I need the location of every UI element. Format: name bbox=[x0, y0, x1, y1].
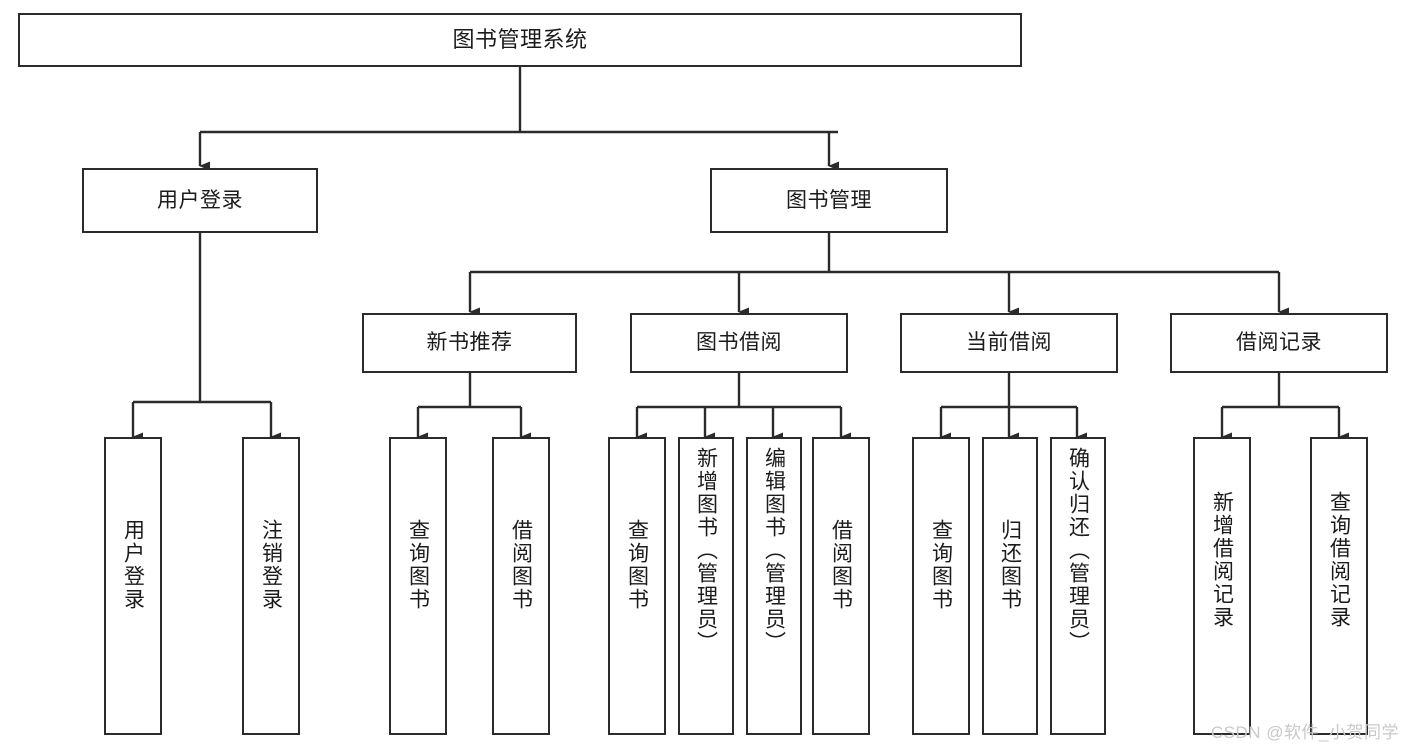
node-borrow-record[interactable]: 借阅记录 bbox=[1170, 313, 1388, 373]
node-leaf-query-book-recommend[interactable]: 查询图书 bbox=[389, 437, 447, 735]
node-label: 用户登录 bbox=[157, 188, 243, 212]
node-book-management[interactable]: 图书管理 bbox=[710, 168, 948, 233]
node-label: 新书推荐 bbox=[426, 331, 513, 355]
node-leaf-add-borrow-record[interactable]: 新增借阅记录 bbox=[1193, 437, 1251, 735]
node-leaf-edit-book-admin[interactable]: 编辑图书（管理员） bbox=[746, 437, 802, 735]
node-leaf-borrow-book-recommend[interactable]: 借阅图书 bbox=[492, 437, 550, 735]
node-leaf-query-borrow-record[interactable]: 查询借阅记录 bbox=[1310, 437, 1368, 735]
node-leaf-query-book-borrow[interactable]: 查询图书 bbox=[608, 437, 666, 735]
node-label: 用户登录 bbox=[121, 519, 145, 611]
node-label: 图书管理系统 bbox=[452, 26, 588, 52]
node-label: 借阅图书 bbox=[829, 519, 853, 611]
node-current-borrow[interactable]: 当前借阅 bbox=[900, 313, 1118, 373]
node-label: 借阅图书 bbox=[509, 519, 533, 611]
node-leaf-confirm-return-admin[interactable]: 确认归还（管理员） bbox=[1050, 437, 1106, 735]
csdn-watermark: CSDN @软件_小贺同学 bbox=[1210, 723, 1399, 742]
node-label: 查询图书 bbox=[625, 519, 649, 611]
node-label: 图书借阅 bbox=[696, 331, 782, 355]
node-leaf-user-login[interactable]: 用户登录 bbox=[104, 437, 162, 735]
node-label: 确认归还（管理员） bbox=[1066, 447, 1090, 654]
node-label: 归还图书 bbox=[998, 519, 1022, 611]
node-book-borrow[interactable]: 图书借阅 bbox=[630, 313, 848, 373]
node-label: 当前借阅 bbox=[966, 331, 1052, 355]
node-leaf-return-book[interactable]: 归还图书 bbox=[982, 437, 1038, 735]
node-leaf-add-book-admin[interactable]: 新增图书（管理员） bbox=[678, 437, 734, 735]
node-leaf-borrow-book[interactable]: 借阅图书 bbox=[812, 437, 870, 735]
node-label: 查询图书 bbox=[406, 519, 430, 611]
node-label: 新增图书（管理员） bbox=[694, 447, 718, 654]
node-label: 借阅记录 bbox=[1236, 331, 1322, 355]
node-label: 查询图书 bbox=[929, 519, 953, 611]
node-label: 新增借阅记录 bbox=[1210, 491, 1234, 629]
node-label: 编辑图书（管理员） bbox=[762, 447, 786, 654]
node-label: 查询借阅记录 bbox=[1327, 491, 1351, 629]
node-label: 图书管理 bbox=[786, 188, 872, 212]
node-leaf-logout[interactable]: 注销登录 bbox=[242, 437, 300, 735]
node-leaf-query-book-current[interactable]: 查询图书 bbox=[912, 437, 970, 735]
node-label: 注销登录 bbox=[259, 519, 283, 611]
node-root-book-management-system[interactable]: 图书管理系统 bbox=[18, 13, 1022, 67]
node-user-login[interactable]: 用户登录 bbox=[82, 168, 318, 233]
node-new-book-recommend[interactable]: 新书推荐 bbox=[362, 313, 577, 373]
